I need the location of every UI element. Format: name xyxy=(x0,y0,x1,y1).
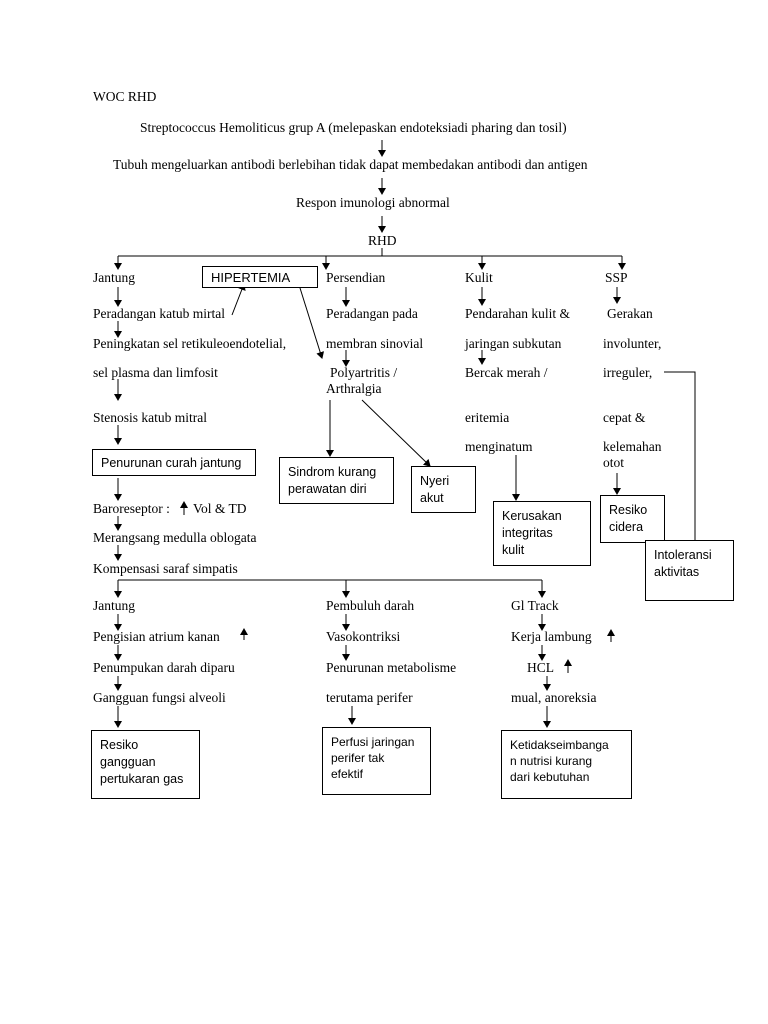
persendian-step-3: Polyartritis / xyxy=(330,365,398,380)
immune-response-node: Respon imunologi abnormal xyxy=(296,195,450,210)
jantung-step-6: Merangsang medulla oblogata xyxy=(93,530,257,545)
bottom-jantung-step-1: Pengisian atrium kanan xyxy=(93,629,220,644)
bottom-gi-step-3: mual, anoreksia xyxy=(511,690,597,705)
box-text: Resiko gangguan pertukaran gas xyxy=(100,738,184,786)
box-nyeri-akut: Nyeri akut xyxy=(411,466,476,513)
jantung-step-7: Kompensasi saraf simpatis xyxy=(93,561,238,576)
box-hipertemia: HIPERTEMIA xyxy=(202,266,318,288)
bottom-pembuluh-head: Pembuluh darah xyxy=(326,598,415,613)
persendian-step-2: membran sinovial xyxy=(326,336,424,351)
box-resiko-cidera: Resiko cidera xyxy=(600,495,665,543)
box-perfusi-jaringan-perifer: Perfusi jaringan perifer tak efektif xyxy=(322,727,431,795)
cause-node: Streptococcus Hemoliticus grup A (melepa… xyxy=(140,120,567,135)
jantung-head: Jantung xyxy=(93,270,135,285)
bottom-jantung-head: Jantung xyxy=(93,598,135,613)
box-intoleransi-aktivitas: Intoleransi aktivitas xyxy=(645,540,734,601)
bottom-gi-step-2: HCL xyxy=(527,660,554,675)
box-penurunan-curah-jantung: Penurunan curah jantung xyxy=(92,449,256,476)
bottom-jantung-step-3: Gangguan fungsi alveoli xyxy=(93,690,226,705)
kulit-step-2: jaringan subkutan xyxy=(465,336,562,351)
box-ketidakseimbangan-nutrisi: Ketidakseimbanga n nutrisi kurang dari k… xyxy=(501,730,632,799)
kulit-step-3: Bercak merah / xyxy=(465,365,548,380)
kulit-head: Kulit xyxy=(465,270,493,285)
jantung-step-4: Stenosis katub mitral xyxy=(93,410,207,425)
box-text: HIPERTEMIA xyxy=(211,270,291,285)
box-text: Ketidakseimbanga n nutrisi kurang dari k… xyxy=(510,738,609,784)
persendian-step-4: Arthralgia xyxy=(326,381,382,396)
kulit-step-1: Pendarahan kulit & xyxy=(465,306,570,321)
antibody-node: Tubuh mengeluarkan antibodi berlebihan t… xyxy=(113,157,588,172)
bottom-gi-head: Gl Track xyxy=(511,598,559,613)
bottom-gi-step-1: Kerja lambung xyxy=(511,629,592,644)
bottom-pembuluh-step-1: Vasokontriksi xyxy=(326,629,401,644)
kulit-step-5: menginatum xyxy=(465,439,533,454)
jantung-step-2: Peningkatan sel retikuleoendotelial, xyxy=(93,336,287,351)
diagram-title: WOC RHD xyxy=(93,89,157,104)
box-kerusakan-integritas-kulit: Kerusakan integritas kulit xyxy=(493,501,591,566)
box-sindrom-kurang-perawatan-diri: Sindrom kurang perawatan diri xyxy=(279,457,394,504)
bottom-pembuluh-step-2: Penurunan metabolisme xyxy=(326,660,457,675)
jantung-step-5: Baroreseptor : xyxy=(93,501,170,516)
jantung-step-5b: Vol & TD xyxy=(193,501,247,516)
box-text: Sindrom kurang perawatan diri xyxy=(288,465,377,496)
persendian-head: Persendian xyxy=(326,270,386,285)
box-text: Perfusi jaringan perifer tak efektif xyxy=(331,735,415,781)
ssp-head: SSP xyxy=(605,270,628,285)
box-resiko-gangguan-pertukaran-gas: Resiko gangguan pertukaran gas xyxy=(91,730,200,799)
ssp-step-4: cepat & xyxy=(603,410,646,425)
jantung-step-3: sel plasma dan limfosit xyxy=(93,365,218,380)
ssp-step-1: Gerakan xyxy=(607,306,653,321)
box-text: Penurunan curah jantung xyxy=(101,456,242,470)
ssp-step-5: kelemahan xyxy=(603,439,662,454)
box-text: Kerusakan integritas kulit xyxy=(502,509,562,557)
ssp-step-3: irreguler, xyxy=(603,365,653,380)
rhd-node: RHD xyxy=(368,233,397,248)
ssp-step-6: otot xyxy=(603,455,625,470)
box-text: Nyeri akut xyxy=(420,474,450,505)
kulit-step-4: eritemia xyxy=(465,410,510,425)
persendian-step-1: Peradangan pada xyxy=(326,306,418,321)
box-text: Intoleransi aktivitas xyxy=(654,548,712,579)
bottom-pembuluh-step-3: terutama perifer xyxy=(326,690,413,705)
jantung-step-1: Peradangan katub mirtal xyxy=(93,306,225,321)
bottom-jantung-step-2: Penumpukan darah diparu xyxy=(93,660,235,675)
box-text: Resiko cidera xyxy=(609,503,648,534)
ssp-step-2: involunter, xyxy=(603,336,662,351)
